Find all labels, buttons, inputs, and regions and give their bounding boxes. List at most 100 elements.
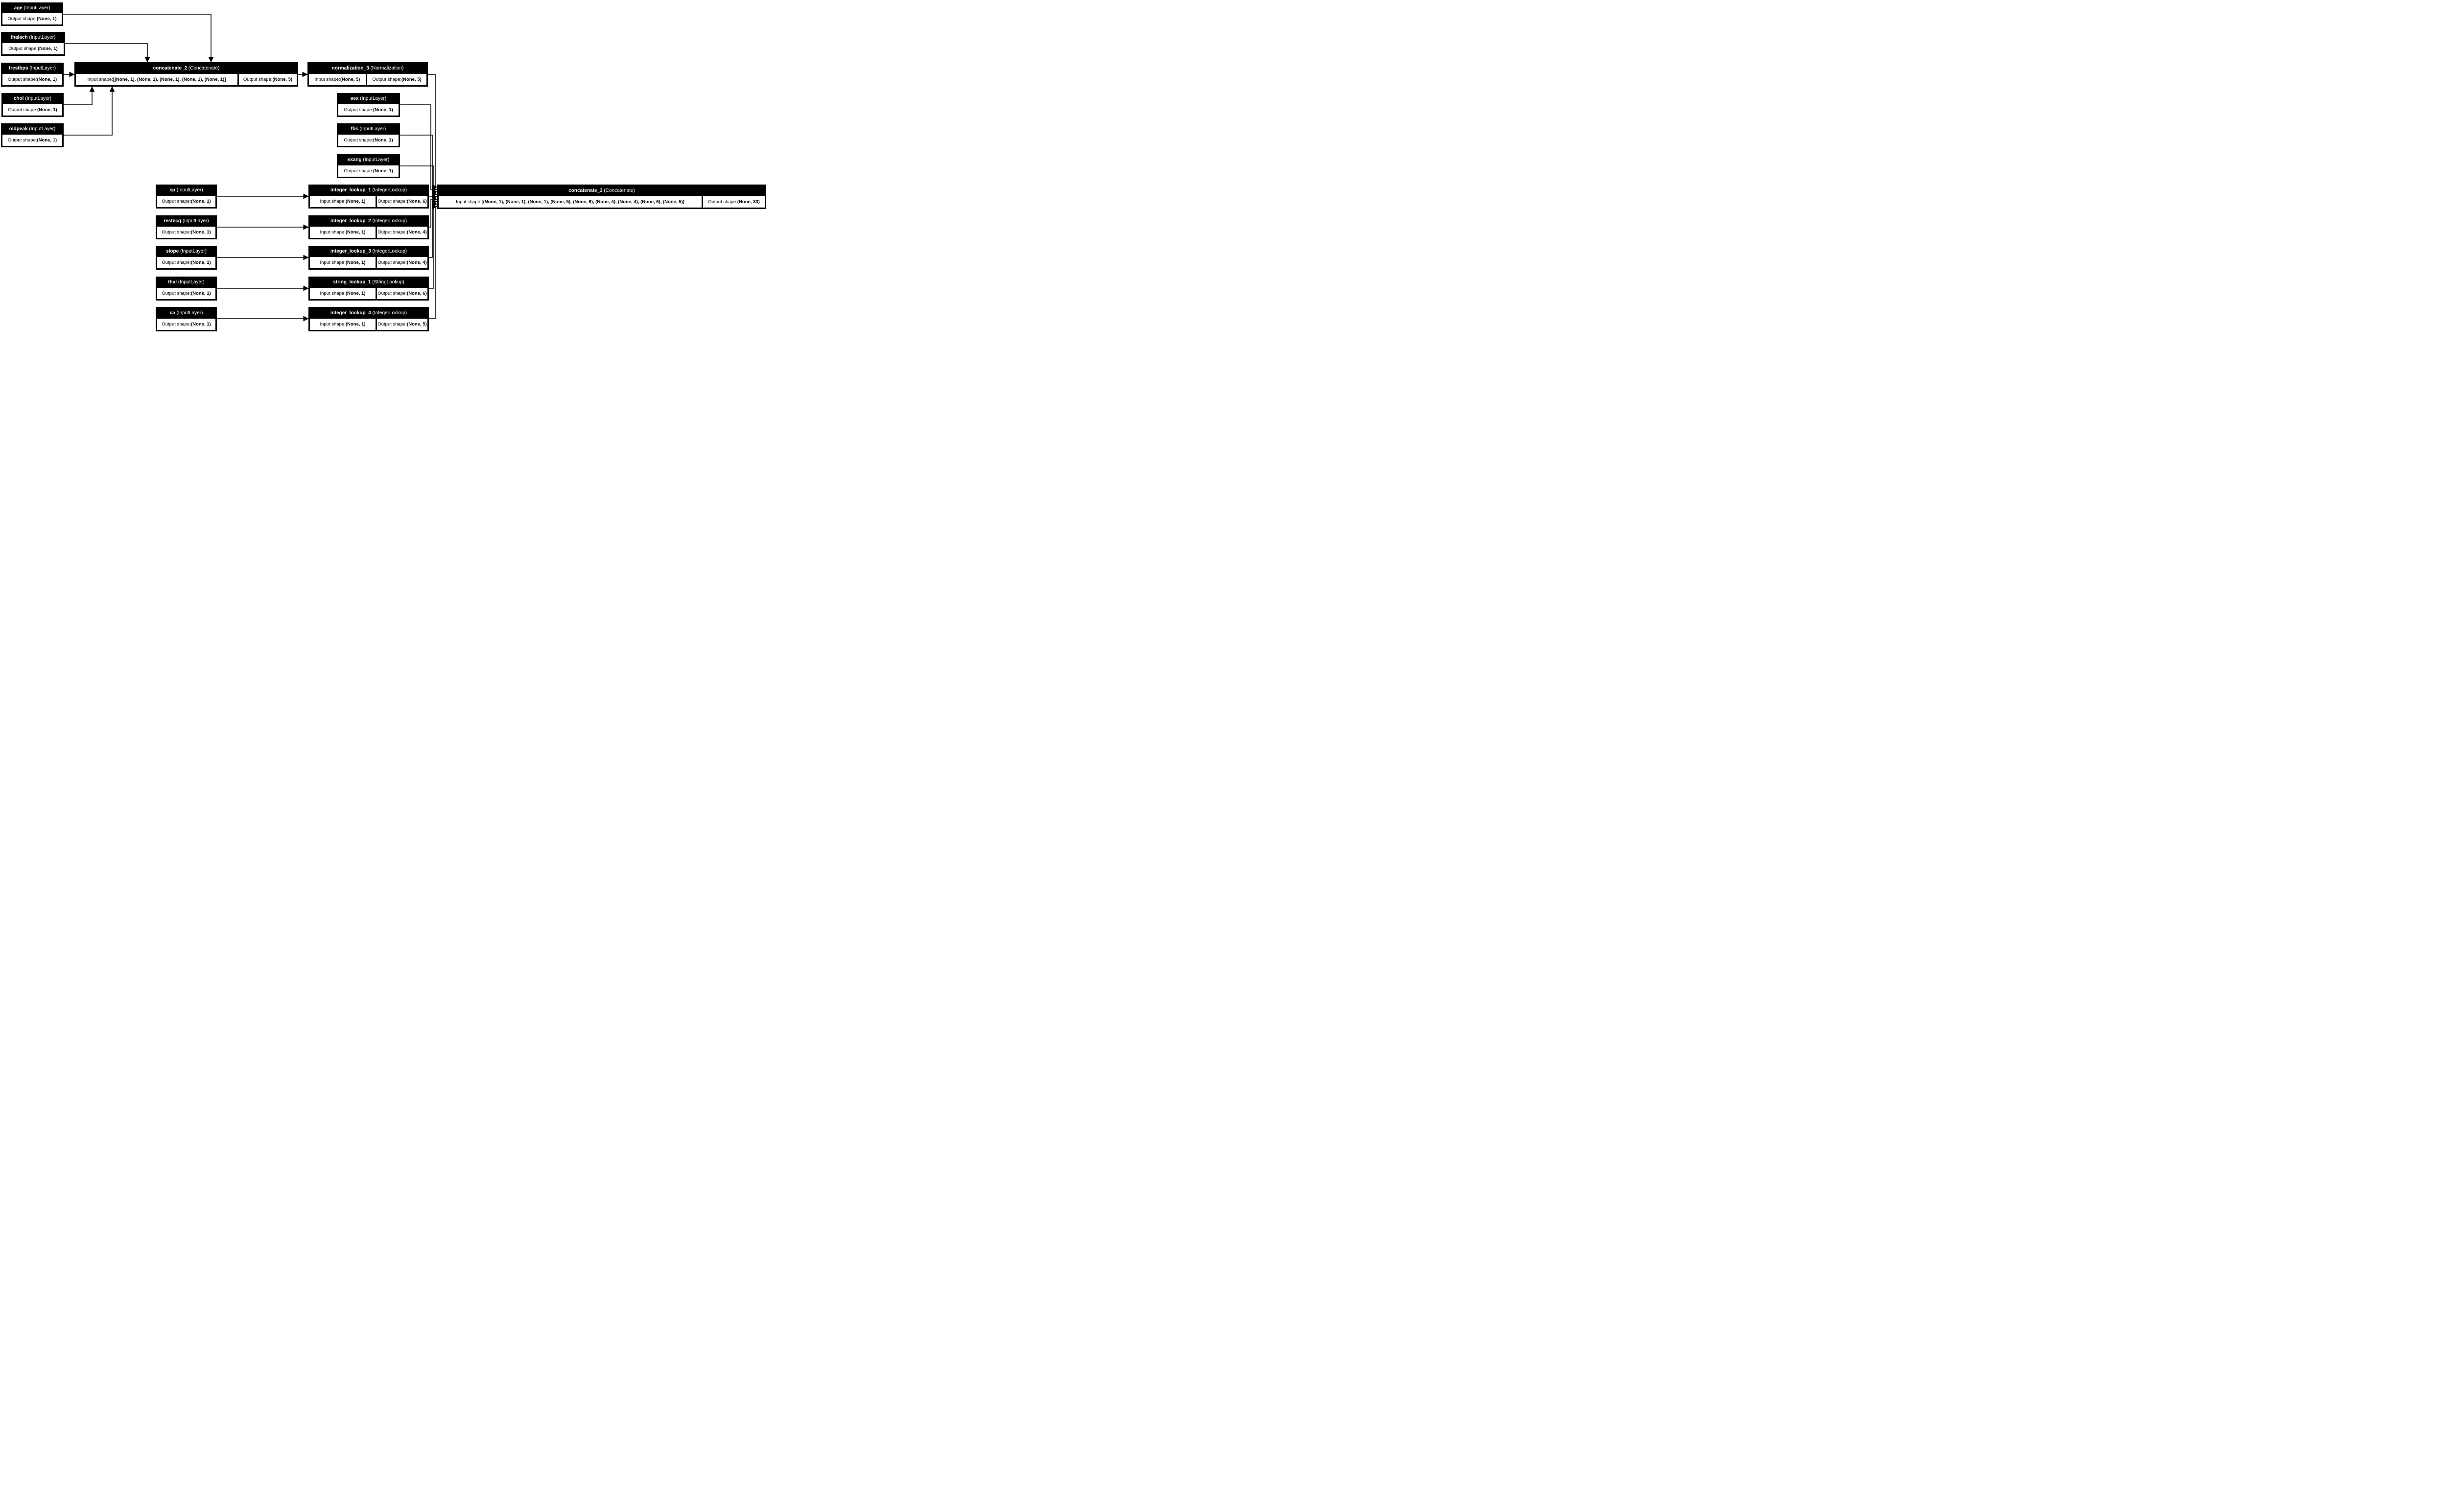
layer-node-restecg: restecg (InputLayer)Output shape: (None,…: [156, 215, 217, 239]
layer-shape-row: Input shape: (None, 1)Output shape: (Non…: [308, 227, 429, 239]
shape-value: (None, 1): [373, 107, 393, 113]
layer-type: (InputLayer): [358, 126, 386, 132]
layer-node-sex: sex (InputLayer)Output shape: (None, 1): [337, 93, 400, 117]
edge-integer_lookup_3-to-concatenate_3: [429, 199, 438, 258]
shape-label: Output shape:: [162, 199, 191, 204]
output-shape-cell: Output shape: (None, 5): [377, 319, 427, 330]
output-shape-cell: Output shape: (None, 5): [367, 74, 426, 85]
shape-value: (None, 1): [38, 46, 58, 51]
shape-label: Output shape:: [344, 138, 374, 143]
layer-node-title: age (InputLayer): [1, 2, 63, 13]
layer-node-thal: thal (InputLayer)Output shape: (None, 1): [156, 277, 217, 301]
layer-node-title: integer_lookup_3 (IntegerLookup): [308, 246, 429, 257]
layer-type: (InputLayer): [177, 279, 205, 285]
layer-node-title: integer_lookup_1 (IntegerLookup): [308, 185, 429, 196]
output-shape-cell: Output shape: (None, 5): [239, 74, 297, 85]
layer-shape-row: Output shape: (None, 1): [156, 227, 217, 239]
layer-name: slope: [166, 249, 179, 254]
output-shape-cell: Output shape: (None, 4): [377, 257, 427, 268]
layer-type: (InputLayer): [28, 66, 56, 71]
output-shape-cell: Output shape: (None, 6): [377, 196, 427, 207]
layer-node-integer_lookup_4: integer_lookup_4 (IntegerLookup)Input sh…: [308, 307, 429, 331]
layer-type: (IntegerLookup): [371, 310, 407, 316]
shape-value: (None, 1): [373, 168, 393, 174]
layer-node-title: chol (InputLayer): [1, 93, 64, 104]
input-shape-cell: Input shape: (None, 1): [310, 319, 376, 330]
layer-name: integer_lookup_1: [330, 187, 371, 193]
layer-name: thalach: [10, 35, 28, 40]
layer-type: (Concatenate): [187, 65, 220, 71]
output-shape-cell: Output shape: (None, 1): [338, 165, 399, 177]
layer-node-oldpeak: oldpeak (InputLayer)Output shape: (None,…: [1, 123, 64, 147]
edge-oldpeak-to-concatenate_2: [64, 86, 115, 136]
layer-node-concatenate_2: concatenate_2 (Concatenate)Input shape: …: [74, 62, 298, 87]
layer-name: ca: [169, 310, 175, 316]
layer-node-title: exang (InputLayer): [337, 154, 400, 165]
layer-shape-row: Input shape: [(None, 1), (None, 1), (Non…: [437, 196, 766, 209]
shape-label: Output shape:: [162, 260, 191, 265]
layer-shape-row: Output shape: (None, 1): [156, 288, 217, 301]
shape-value: (None, 5): [401, 77, 422, 82]
layer-type: (InputLayer): [27, 35, 56, 40]
layer-name: sex: [350, 96, 359, 101]
input-shape-cell: Input shape: (None, 1): [310, 288, 376, 299]
shape-value: (None, 33): [737, 199, 760, 205]
layer-name: concatenate_3: [568, 187, 603, 193]
shape-label: Output shape:: [162, 322, 191, 327]
layer-node-title: ca (InputLayer): [156, 307, 217, 319]
edge-sex-to-concatenate_3: [400, 104, 438, 192]
shape-value: (None, 1): [345, 322, 366, 327]
shape-value: (None, 4): [407, 230, 427, 235]
layer-node-fbs: fbs (InputLayer)Output shape: (None, 1): [337, 123, 400, 147]
shape-label: Input shape:: [87, 77, 113, 82]
layer-node-thalach: thalach (InputLayer)Output shape: (None,…: [1, 32, 65, 56]
shape-value: (None, 1): [191, 230, 211, 235]
output-shape-cell: Output shape: (None, 1): [157, 196, 215, 207]
layer-name: concatenate_2: [153, 65, 188, 71]
layer-shape-row: Input shape: (None, 1)Output shape: (Non…: [308, 319, 429, 331]
layer-node-title: integer_lookup_2 (IntegerLookup): [308, 215, 429, 227]
layer-node-trestbps: trestbps (InputLayer)Output shape: (None…: [1, 63, 64, 87]
output-shape-cell: Output shape: (None, 1): [2, 13, 62, 24]
layer-type: (InputLayer): [24, 96, 52, 101]
layer-name: normalization_3: [331, 65, 369, 71]
shape-label: Output shape:: [377, 291, 407, 296]
layer-type: (IntegerLookup): [371, 218, 407, 224]
layer-type: (IntegerLookup): [371, 187, 407, 193]
input-shape-cell: Input shape: (None, 1): [310, 227, 376, 238]
layer-type: (InputLayer): [181, 218, 209, 224]
layer-node-title: concatenate_2 (Concatenate): [74, 62, 298, 74]
shape-value: (None, 5): [407, 322, 427, 327]
input-shape-cell: Input shape: [(None, 1), (None, 1), (Non…: [439, 196, 702, 208]
output-shape-cell: Output shape: (None, 1): [2, 74, 62, 85]
layer-shape-row: Input shape: (None, 1)Output shape: (Non…: [308, 196, 429, 209]
layer-type: (StringLookup): [371, 279, 404, 285]
layer-node-title: integer_lookup_4 (IntegerLookup): [308, 307, 429, 319]
layer-node-string_lookup_1: string_lookup_1 (StringLookup)Input shap…: [308, 277, 429, 301]
layer-shape-row: Input shape: [(None, 1), (None, 1), (Non…: [74, 74, 298, 87]
layer-type: (InputLayer): [179, 249, 207, 254]
input-shape-cell: Input shape: (None, 5): [309, 74, 366, 85]
layer-name: chol: [13, 96, 24, 101]
edge-age-to-concatenate_2: [63, 14, 214, 63]
layer-node-title: thal (InputLayer): [156, 277, 217, 288]
shape-value: (None, 1): [191, 291, 211, 296]
shape-value: (None, 1): [345, 199, 366, 204]
layer-type: (IntegerLookup): [371, 249, 407, 254]
shape-label: Input shape:: [320, 260, 346, 265]
layer-name: oldpeak: [9, 126, 28, 132]
shape-value: (None, 1): [345, 230, 366, 235]
shape-value: (None, 1): [345, 260, 366, 265]
input-shape-cell: Input shape: (None, 1): [310, 196, 376, 207]
shape-label: Output shape:: [377, 322, 407, 327]
output-shape-cell: Output shape: (None, 6): [377, 288, 427, 299]
layer-shape-row: Input shape: (None, 1)Output shape: (Non…: [308, 288, 429, 301]
shape-label: Input shape:: [320, 199, 346, 204]
layer-node-title: trestbps (InputLayer): [1, 63, 64, 74]
layer-shape-row: Output shape: (None, 1): [156, 257, 217, 270]
layer-node-normalization_3: normalization_3 (Normalization)Input sha…: [307, 62, 428, 87]
shape-value: (None, 1): [345, 291, 366, 296]
shape-value: (None, 1): [373, 138, 393, 143]
layer-node-title: restecg (InputLayer): [156, 215, 217, 227]
shape-value: (None, 5): [340, 77, 360, 82]
